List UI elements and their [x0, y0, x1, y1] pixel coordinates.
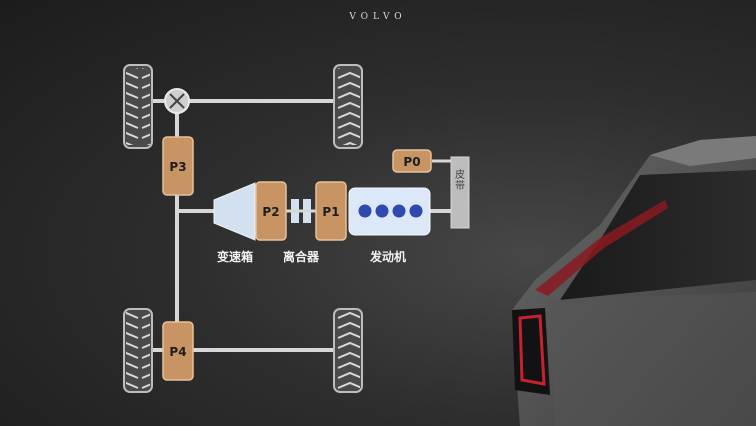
engine-block: [348, 187, 431, 236]
p1-label: P1: [322, 205, 339, 219]
belt-label: 皮带: [455, 170, 465, 192]
p3-label: P3: [169, 160, 186, 174]
p3-module: P3: [162, 136, 194, 196]
p2-module: P2: [255, 181, 287, 241]
clutch-label: 离合器: [283, 250, 320, 264]
car-rear-illustration: [512, 136, 756, 426]
front-right-wheel: [333, 64, 363, 149]
p4-label: P4: [169, 345, 186, 359]
belt-housing: [450, 156, 470, 229]
transmission-housing: [213, 182, 256, 241]
p1-module: P1: [315, 181, 347, 241]
differential-icon: [164, 88, 190, 114]
volvo-logo: VOLVO: [349, 12, 407, 22]
p0-label: P0: [403, 155, 420, 169]
rear-right-wheel: [333, 308, 363, 393]
transmission-label: 变速箱: [217, 250, 254, 264]
rear-left-wheel: [123, 308, 153, 393]
engine-label: 发动机: [370, 250, 407, 264]
p0-module: P0: [392, 149, 432, 173]
p4-module: P4: [162, 321, 194, 381]
clutch-plates: [285, 199, 317, 223]
front-left-wheel: [123, 64, 153, 149]
p2-label: P2: [262, 205, 279, 219]
